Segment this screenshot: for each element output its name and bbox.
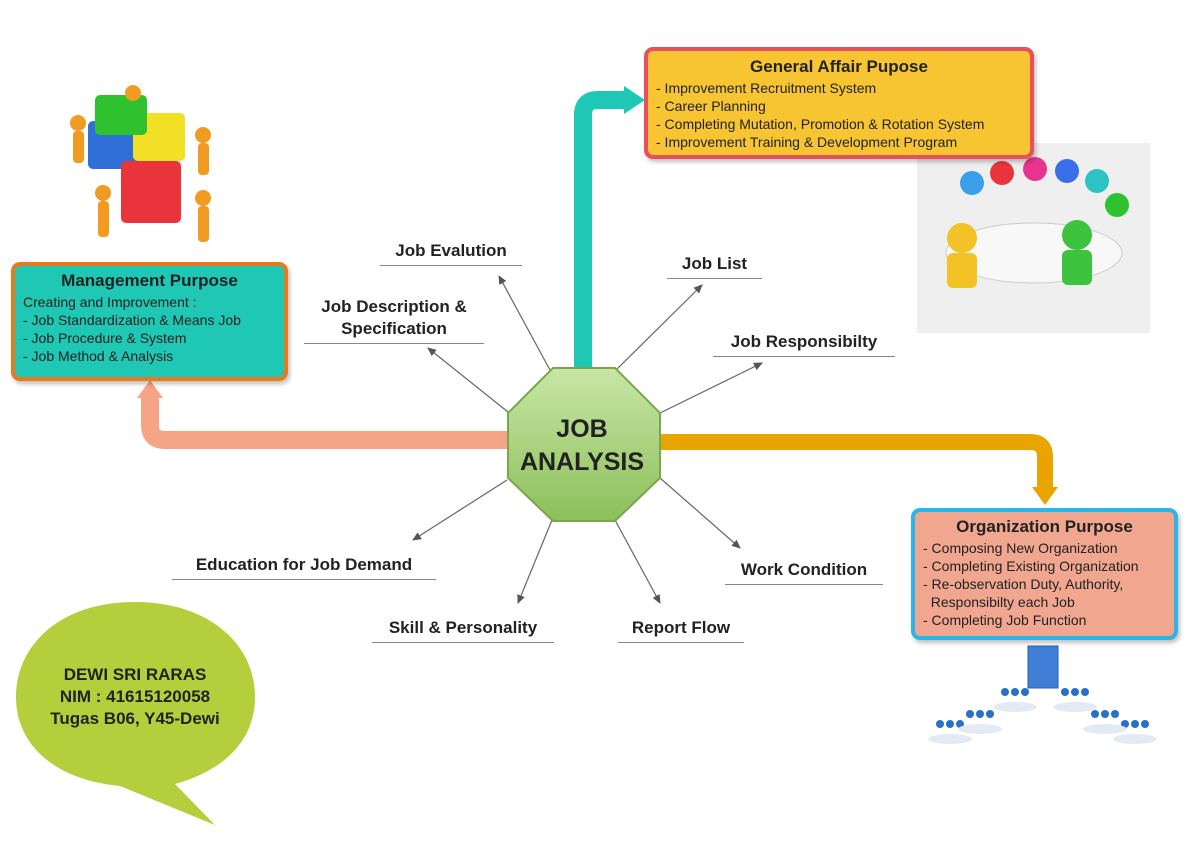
branch-arrow-skill — [517, 519, 553, 604]
branch-job-responsibility: Job Responsibilty — [713, 331, 895, 357]
author-speech-bubble — [16, 602, 255, 825]
branch-job-description-line1: Job Description & — [321, 297, 467, 316]
management-purpose-title: Management Purpose — [61, 271, 238, 290]
branch-arrow-job-responsibility — [659, 362, 763, 414]
organization-title: Organization Purpose — [956, 517, 1133, 536]
author-task: Tugas B06, Y45-Dewi — [50, 709, 220, 728]
branch-arrow-job-description — [427, 347, 509, 413]
meeting-table-icon — [917, 143, 1150, 333]
general-affair-line: - Improvement Training & Development Pro… — [656, 134, 958, 150]
branch-report-flow: Report Flow — [618, 617, 744, 643]
branch-arrow-job-evalution — [498, 275, 551, 371]
branch-arrow-education — [412, 479, 508, 541]
branch-arrow-report-flow — [614, 519, 661, 604]
general-affair-purpose-box: General Affair Pupose - Improvement Recr… — [644, 47, 1034, 159]
arrow-to-general-affair — [574, 86, 645, 368]
branch-arrow-work-condition — [659, 477, 741, 549]
management-line: - Job Standardization & Means Job — [23, 312, 241, 328]
arrow-to-organization — [658, 434, 1058, 505]
branch-job-description-line2: Specification — [341, 319, 447, 338]
branch-education: Education for Job Demand — [172, 554, 436, 580]
management-line: Creating and Improvement : — [23, 294, 197, 310]
general-affair-line: - Completing Mutation, Promotion & Rotat… — [656, 116, 985, 132]
arrow-to-management — [137, 380, 510, 449]
general-affair-line: - Career Planning — [656, 98, 766, 114]
general-affair-line: - Improvement Recruitment System — [656, 80, 877, 96]
organization-line: - Re-observation Duty, Authority, — [923, 576, 1124, 592]
organization-line: Responsibilty each Job — [923, 594, 1075, 610]
management-line: - Job Method & Analysis — [23, 348, 174, 364]
puzzle-team-icon — [33, 83, 236, 258]
management-purpose-box: Management Purpose Creating and Improvem… — [11, 262, 288, 381]
author-name: DEWI SRI RARAS — [63, 665, 207, 684]
center-line-2: ANALYSIS — [520, 448, 644, 476]
organization-line: - Composing New Organization — [923, 540, 1118, 556]
branch-skill: Skill & Personality — [372, 617, 554, 643]
author-nim: NIM : 41615120058 — [59, 687, 211, 706]
author-info: DEWI SRI RARAS NIM : 41615120058 Tugas B… — [20, 664, 250, 730]
organization-purpose-box: Organization Purpose - Composing New Org… — [911, 508, 1178, 640]
management-line: - Job Procedure & System — [23, 330, 187, 346]
center-line-1: JOB — [556, 415, 607, 443]
branch-job-list: Job List — [667, 253, 762, 279]
organization-line: - Completing Job Function — [923, 612, 1087, 628]
organization-line: - Completing Existing Organization — [923, 558, 1139, 574]
job-analysis-octagon — [507, 367, 661, 522]
branch-job-evalution: Job Evalution — [380, 240, 522, 266]
branch-job-description: Job Description & Specification — [304, 296, 484, 344]
branch-work-condition: Work Condition — [725, 559, 883, 585]
general-affair-title: General Affair Pupose — [750, 57, 928, 76]
branch-arrow-job-list — [615, 284, 703, 371]
organization-network-icon — [920, 644, 1170, 754]
